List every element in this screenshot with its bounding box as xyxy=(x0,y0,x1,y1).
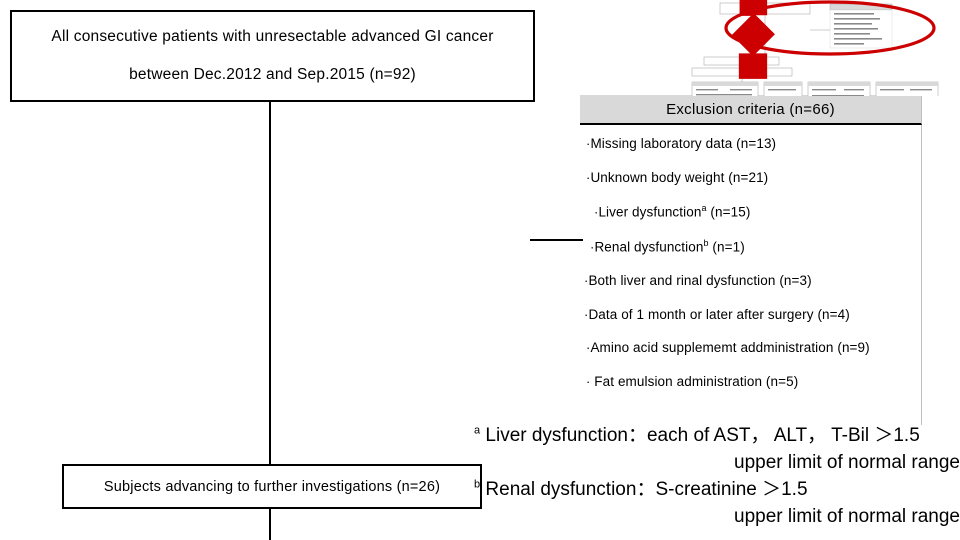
footnote-b-line-1: b Renal dysfunction：S-creatinine ＞1.5 xyxy=(474,477,960,504)
exclusion-item-text: Renal dysfunction xyxy=(594,239,704,255)
exclusion-item-text: Amino acid supplememt addministration (n… xyxy=(590,340,870,355)
red-ellipse-annotation xyxy=(724,0,936,56)
exclusion-item-text: Data of 1 month or later after surgery (… xyxy=(588,306,850,322)
thumbnail-mini-exclusion-panel xyxy=(829,3,893,49)
footnote-marker-b: b xyxy=(703,238,709,248)
exclusion-item-text: Missing laboratory data (n=13) xyxy=(590,136,777,151)
footnote-marker-a-label: a xyxy=(474,424,481,437)
footnote-a-text: Liver dysfunction：each of AST， ALT， T-Bi… xyxy=(480,425,920,446)
bottom-subjects-box: Subjects advancing to further investigat… xyxy=(62,464,482,509)
top-box-line-2: between Dec.2012 and Sep.2015 (n=92) xyxy=(129,66,416,83)
exclusion-item: ·Data of 1 month or later after surgery … xyxy=(584,306,917,322)
exclusion-item: ·Renal dysfunctionb (n=1) xyxy=(584,239,917,254)
connector-horizontal-exclusion xyxy=(530,239,583,241)
exclusion-criteria-panel: Exclusion criteria (n=66) ·Missing labor… xyxy=(580,95,922,425)
footnote-a-line-1: a Liver dysfunction：each of AST， ALT， T-… xyxy=(474,423,960,450)
slide-thumbnail-preview xyxy=(664,0,960,96)
footnote-marker-b-label: b xyxy=(474,478,481,491)
exclusion-item-text: Fat emulsion administration (n=5) xyxy=(590,373,799,389)
exclusion-item: ·Missing laboratory data (n=13) xyxy=(584,137,917,151)
exclusion-item: · Fat emulsion administration (n=5) xyxy=(584,373,917,389)
bullet-icon: · xyxy=(586,169,591,185)
bullet-icon: · xyxy=(586,340,591,355)
top-box-line-1: All consecutive patients with unresectab… xyxy=(51,28,494,46)
bullet-icon: · xyxy=(586,373,591,389)
exclusion-item: ·Unknown body weight (n=21) xyxy=(584,169,917,185)
bullet-icon: · xyxy=(584,273,589,288)
exclusion-criteria-list: ·Missing laboratory data (n=13) ·Unknown… xyxy=(580,125,922,425)
bottom-box-line-1: Subjects advancing to further investigat… xyxy=(103,478,441,495)
exclusion-item-count: (n=15) xyxy=(706,204,751,220)
bullet-icon: · xyxy=(584,306,589,322)
bullet-icon: · xyxy=(590,239,595,255)
bullet-icon: · xyxy=(586,136,591,151)
exclusion-item-text: Unknown body weight (n=21) xyxy=(590,169,769,185)
footnote-b-line-2: upper limit of normal range xyxy=(734,505,960,527)
connector-vertical-bottom xyxy=(269,509,271,540)
exclusion-item-count: (n=1) xyxy=(708,239,745,255)
thumbnail-mini-tables xyxy=(691,81,939,96)
footnote-b-text: Renal dysfunction：S-creatinine ＞1.5 xyxy=(480,478,808,500)
exclusion-item: ·Liver dysfunctiona (n=15) xyxy=(584,204,917,219)
footnote-a-line-2: upper limit of normal range xyxy=(734,451,960,473)
footnote-marker-a: a xyxy=(701,203,707,213)
bullet-icon: · xyxy=(594,204,599,220)
top-population-box: All consecutive patients with unresectab… xyxy=(10,10,535,102)
exclusion-item-text: Liver dysfunction xyxy=(598,204,702,220)
exclusion-criteria-header: Exclusion criteria (n=66) xyxy=(580,95,922,125)
red-arrow-annotation xyxy=(731,0,775,79)
footnotes-block: a Liver dysfunction：each of AST， ALT， T-… xyxy=(474,423,960,531)
exclusion-item-text: Both liver and rinal dysfunction (n=3) xyxy=(588,273,812,288)
exclusion-item: ·Both liver and rinal dysfunction (n=3) xyxy=(584,274,917,288)
connector-vertical-main xyxy=(269,102,271,464)
exclusion-item: ·Amino acid supplememt addministration (… xyxy=(584,341,917,355)
